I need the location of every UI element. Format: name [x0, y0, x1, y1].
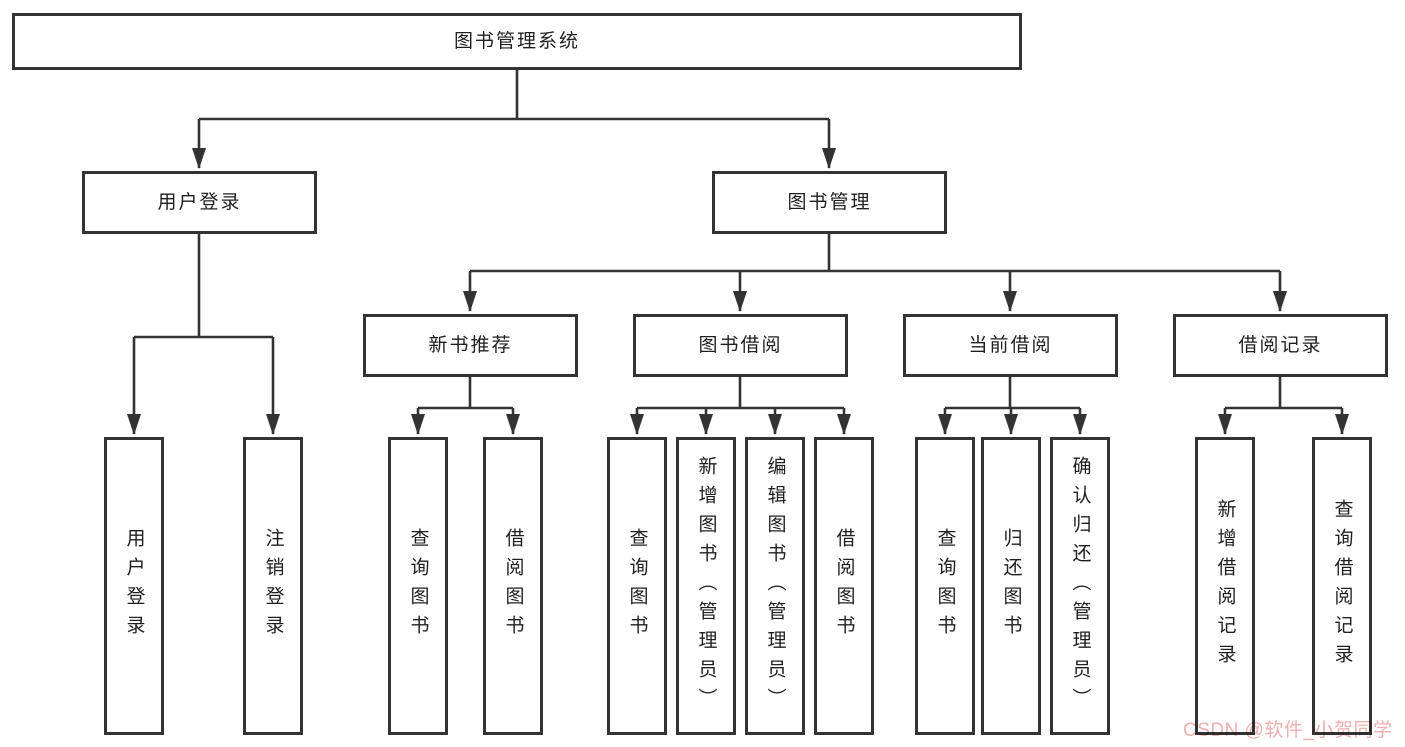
node-label: 查询图书	[407, 528, 429, 644]
node-book-borrowing: 图书借阅	[633, 314, 848, 377]
node-label: 借阅记录	[1238, 335, 1323, 356]
node-new-book-recommendation: 新书推荐	[363, 314, 578, 377]
node-current-borrowing: 当前借阅	[903, 314, 1118, 377]
leaf-current-query-books: 查询图书	[915, 437, 975, 735]
node-label: 新增图书（管理员）	[695, 455, 717, 717]
leaf-borrow-borrow-books: 借阅图书	[814, 437, 874, 735]
node-label: 借阅图书	[833, 528, 855, 644]
node-label: 借阅图书	[502, 528, 524, 644]
node-label: 用户登录	[157, 192, 242, 213]
leaf-current-return-books: 归还图书	[981, 437, 1041, 735]
node-label: 编辑图书（管理员）	[764, 455, 786, 717]
node-label: 当前借阅	[968, 335, 1053, 356]
node-label: 图书借阅	[698, 335, 783, 356]
node-label: 用户登录	[123, 528, 145, 644]
leaf-recommend-query-books: 查询图书	[388, 437, 448, 735]
node-label: 注销登录	[262, 528, 284, 644]
node-label: 图书管理	[787, 192, 872, 213]
node-library-management-system: 图书管理系统	[12, 13, 1022, 70]
leaf-records-add-borrow-record: 新增借阅记录	[1195, 437, 1255, 735]
leaf-records-query-borrow-record: 查询借阅记录	[1312, 437, 1372, 735]
leaf-user-login: 用户登录	[104, 437, 164, 735]
node-label: 确认归还（管理员）	[1069, 455, 1091, 717]
node-user-login: 用户登录	[82, 171, 317, 234]
node-borrowing-records: 借阅记录	[1173, 314, 1388, 377]
leaf-logout-login: 注销登录	[243, 437, 303, 735]
node-book-management: 图书管理	[712, 171, 947, 234]
node-label: 新增借阅记录	[1214, 499, 1236, 673]
node-label: 图书管理系统	[453, 31, 580, 52]
watermark: CSDN @软件_小贺同学	[1183, 720, 1393, 741]
leaf-borrow-query-books: 查询图书	[607, 437, 667, 735]
node-label: 新书推荐	[428, 335, 513, 356]
leaf-borrow-add-books-admin: 新增图书（管理员）	[676, 437, 736, 735]
node-label: 查询图书	[626, 528, 648, 644]
node-label: 归还图书	[1000, 528, 1022, 644]
leaf-recommend-borrow-books: 借阅图书	[483, 437, 543, 735]
node-label: 查询图书	[934, 528, 956, 644]
leaf-current-confirm-return-admin: 确认归还（管理员）	[1050, 437, 1110, 735]
node-label: 查询借阅记录	[1331, 499, 1353, 673]
leaf-borrow-edit-books-admin: 编辑图书（管理员）	[745, 437, 805, 735]
